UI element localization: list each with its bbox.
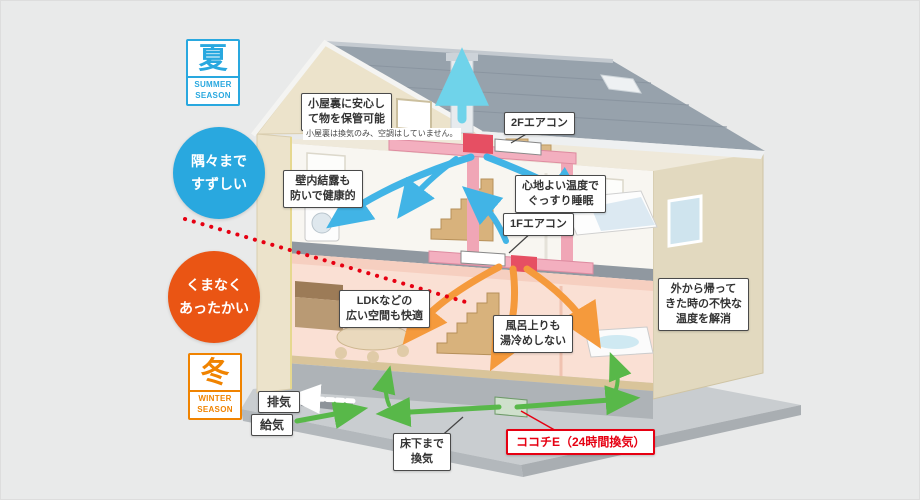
winter-season-label: WINTER SEASON <box>190 390 240 418</box>
callout-bath: 風呂上りも 湯冷めしない <box>493 315 573 353</box>
season-divider-line <box>183 217 471 305</box>
callout-attic-storage: 小屋裏に安心し て物を保管可能 <box>301 93 392 131</box>
summer-kanji: 夏 <box>198 43 228 75</box>
aircon-2f <box>494 138 542 156</box>
airflow-arrow <box>461 186 509 244</box>
callout-aircon-1f: 1Fエアコン <box>503 213 574 236</box>
aircon-1f <box>460 250 506 267</box>
exhaust-arrow <box>285 384 356 415</box>
furniture <box>295 138 658 363</box>
supply-arrow <box>294 399 369 429</box>
callout-ventilation-system: ココチE（24時間換気） <box>506 429 656 456</box>
airflow-winter <box>285 263 641 429</box>
kitchen-counter <box>295 281 343 301</box>
callout-ldk: LDKなどの 広い空間も快適 <box>339 290 430 328</box>
summer-season-badge: 夏 SUMMER SEASON <box>186 39 240 107</box>
callout-aircon-2f: 2Fエアコン <box>504 112 575 135</box>
underfloor-arrow <box>375 397 502 427</box>
callout-underfloor: 床下まで 換気 <box>393 433 451 471</box>
dining-table <box>336 323 410 351</box>
underfloor-arrow <box>514 385 641 416</box>
callout-sleep: 心地よい温度で ぐっすり睡眠 <box>515 175 606 213</box>
winter-benefit-badge: くまなく あったかい <box>168 251 260 343</box>
summer-season-label: SUMMER SEASON <box>188 76 238 104</box>
underfloor-arrow <box>371 365 396 407</box>
duct-unit-2f <box>463 133 493 154</box>
airflow-arrow <box>397 156 459 219</box>
callout-wall-condensation: 壁内結露も 防いで健康的 <box>283 170 363 208</box>
winter-season-badge: 冬 WINTER SEASON <box>188 353 242 421</box>
underfloor-arrow <box>609 351 632 399</box>
callout-exhaust: 排気 <box>258 391 301 414</box>
winter-kanji: 冬 <box>200 357 230 389</box>
airflow-arrow <box>523 265 601 349</box>
summer-benefit-badge: 隅々まで すずしい <box>173 127 265 219</box>
callout-supply: 給気 <box>251 414 294 437</box>
callout-attic-note: 小屋裏は換気のみ、空調はしていません。 <box>303 128 461 141</box>
callout-return-home: 外から帰って きた時の不快な 温度を解消 <box>658 278 749 331</box>
